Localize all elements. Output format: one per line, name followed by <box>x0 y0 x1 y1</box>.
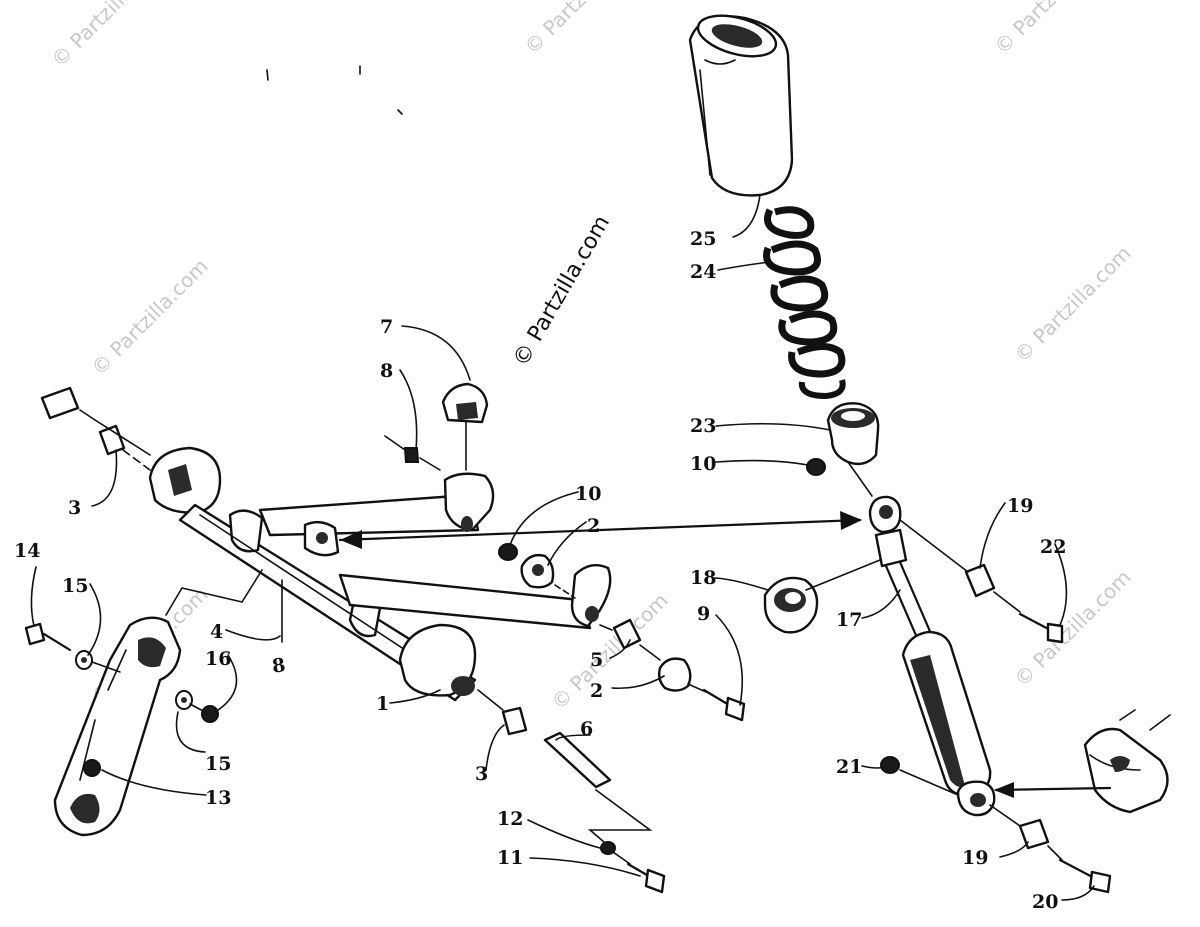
callout-4: 4 <box>210 621 223 643</box>
callout-25: 25 <box>690 228 716 250</box>
callout-8: 8 <box>271 654 287 678</box>
callout-2: 2 <box>587 515 600 537</box>
part-10-nut-upper <box>806 458 826 476</box>
callout-23: 23 <box>690 415 716 437</box>
watermark-faint: © Partzilla.com <box>47 0 173 72</box>
part-1-a-arm <box>148 446 612 702</box>
axle-stub <box>40 386 96 421</box>
part-14-bolt <box>24 622 72 652</box>
callout-19: 19 <box>962 847 988 869</box>
part-23-spring-seat <box>826 402 880 466</box>
callout-22: 22 <box>1040 536 1066 558</box>
callout-labels: 25 24 7 8 23 10 3 10 2 19 22 14 15 18 17… <box>14 228 1066 913</box>
explode-lines <box>91 419 1112 865</box>
part-9-bolt <box>702 688 746 722</box>
callout-10: 10 <box>575 483 601 505</box>
part-16-nut <box>201 705 219 723</box>
stray-marks <box>266 65 403 115</box>
watermark-faint: © Partzilla.com <box>519 0 645 59</box>
part-17-shock-absorber <box>868 495 996 817</box>
part-3-bushing-upper <box>98 424 126 456</box>
part-18-bumper <box>763 576 819 634</box>
part-22-bolt <box>1018 612 1064 644</box>
callout-15: 15 <box>205 753 231 775</box>
callout-18: 18 <box>690 567 716 589</box>
part-15-washer-upper <box>75 650 93 670</box>
leader-lines <box>30 194 1095 901</box>
callout-15: 15 <box>62 575 88 597</box>
callout-7: 7 <box>380 316 393 338</box>
callout-11: 11 <box>497 847 523 869</box>
callout-14: 14 <box>14 540 40 562</box>
watermark-faint: © Partzilla.com <box>989 0 1115 59</box>
watermark-faint: © Partzilla.com <box>1009 241 1135 367</box>
callout-5: 5 <box>590 649 603 671</box>
callout-19: 19 <box>1007 495 1033 517</box>
callout-17: 17 <box>836 609 862 631</box>
part-5-pin <box>612 618 642 650</box>
watermark-faint: © Partzilla.com <box>1009 565 1135 691</box>
part-12-washer <box>600 841 616 855</box>
callout-24: 24 <box>690 261 716 283</box>
callout-3: 3 <box>475 763 488 785</box>
part-7-clamp-cap <box>441 382 489 424</box>
part-3-bushing-lower <box>501 706 528 736</box>
callout-3: 3 <box>68 497 81 519</box>
part-15-washer-lower <box>175 690 193 710</box>
watermark-faint: © Partzilla.com <box>87 254 213 380</box>
callout-9: 9 <box>697 603 710 625</box>
callout-21: 21 <box>836 756 862 778</box>
callout-2: 2 <box>590 680 603 702</box>
callout-16: 16 <box>205 648 231 670</box>
part-6-rod <box>543 731 612 789</box>
part-21-nut-lower <box>880 756 900 774</box>
part-20-bolt <box>1058 858 1112 894</box>
part-25-shock-boot <box>688 14 794 197</box>
part-2-bushing-lower <box>657 657 692 692</box>
part-19-spacer-lower <box>1018 818 1050 850</box>
part-10-nut-left <box>498 543 518 561</box>
callout-10: 10 <box>690 453 716 475</box>
part-8-bolt-upper <box>384 435 420 463</box>
part-19-spacer-upper <box>964 563 996 598</box>
part-2-bushing-upper <box>520 553 555 589</box>
callout-8: 8 <box>380 360 393 382</box>
part-24-spring <box>763 206 846 400</box>
callout-13: 13 <box>205 787 231 809</box>
watermark-main: © Partzilla.com <box>509 211 616 371</box>
callout-6: 6 <box>580 718 593 740</box>
part-13-link-arm <box>53 616 182 837</box>
part-11-bolt <box>626 862 666 894</box>
callout-1: 1 <box>376 693 389 715</box>
callout-12: 12 <box>497 808 523 830</box>
frame-bracket <box>1083 709 1171 814</box>
callout-20: 20 <box>1032 891 1058 913</box>
